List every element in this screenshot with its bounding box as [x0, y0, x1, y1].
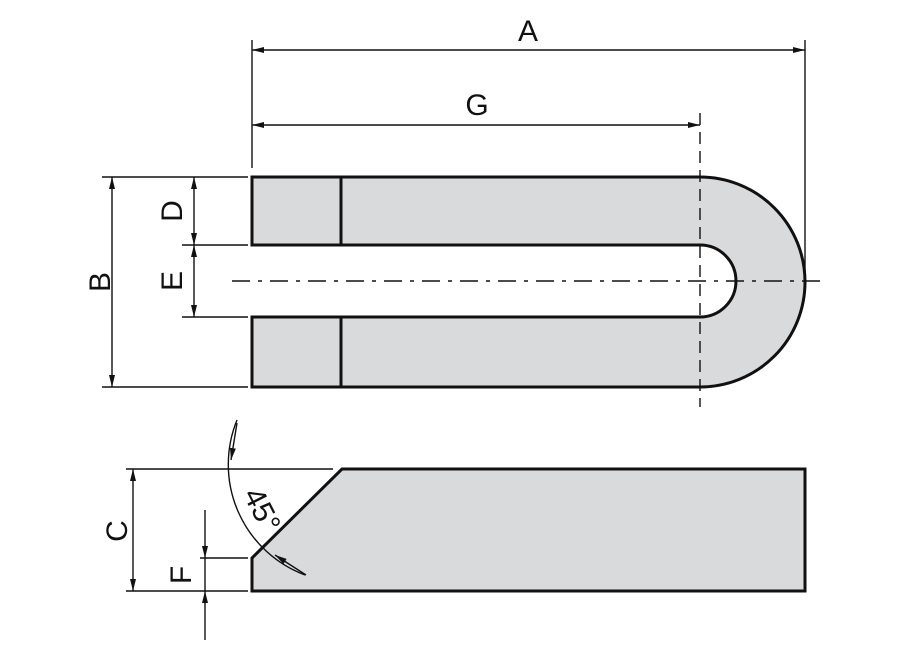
dimension-label-d: D: [156, 200, 189, 222]
dimension-label-a: A: [518, 15, 538, 48]
u-clamp-body: [250, 175, 807, 389]
angle-arrow-top: [229, 422, 238, 461]
dimension-label-g: G: [465, 89, 488, 122]
dimension-label-f: F: [165, 566, 198, 584]
side-view: C F 45°: [101, 419, 807, 640]
dimension-label-b: B: [84, 272, 117, 292]
dimension-label-e: E: [156, 271, 189, 291]
angle-arrow-bottom: [274, 554, 307, 576]
dimension-label-c: C: [101, 520, 134, 542]
side-block-body: [250, 467, 807, 593]
top-view: A G B D E: [84, 15, 828, 407]
